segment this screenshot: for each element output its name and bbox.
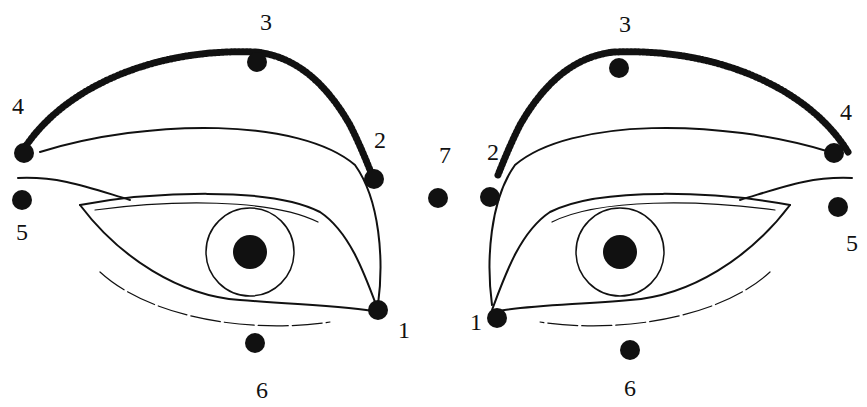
callout-number: 1	[470, 310, 482, 334]
callout-number: 4	[840, 100, 852, 124]
callout-number: 3	[260, 10, 272, 34]
callout-number: 6	[256, 378, 268, 402]
callout-number: 5	[846, 231, 858, 255]
callout-number: 7	[439, 143, 451, 167]
callout-number: 4	[12, 94, 24, 118]
callout-number: 6	[624, 376, 636, 400]
left-eye	[18, 52, 380, 326]
acupoint-dots	[12, 52, 848, 360]
callout-number: 2	[374, 128, 386, 152]
callout-number: 2	[487, 140, 499, 164]
right-eye	[490, 52, 852, 326]
callout-number: 1	[398, 318, 410, 342]
callout-number: 3	[619, 12, 631, 36]
callout-number: 5	[16, 220, 28, 244]
